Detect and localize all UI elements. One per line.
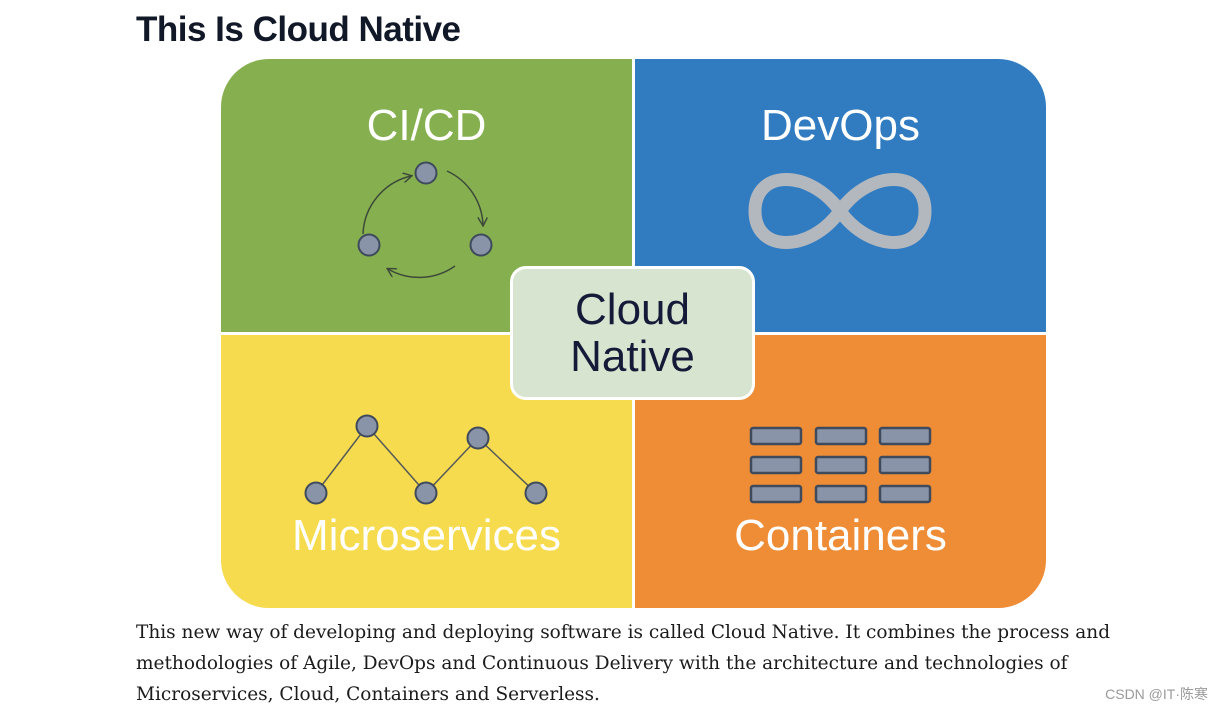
watermark: CSDN @IT·陈寒 [1105, 686, 1208, 702]
cycle-icon [357, 161, 493, 279]
quadrant-label-containers: Containers [734, 511, 947, 560]
center-label-box: Cloud Native [510, 266, 755, 400]
center-label: Cloud Native [570, 286, 695, 380]
infinity-icon [748, 173, 932, 249]
quadrant-cicd: CI/CD [221, 59, 632, 332]
description-text: This new way of developing and deploying… [136, 622, 1111, 705]
cloud-native-diagram: CI/CD DevOps Microservices [221, 59, 1046, 608]
center-label-line2: Native [570, 332, 695, 381]
network-icon [304, 414, 548, 505]
center-label-line1: Cloud [575, 285, 690, 334]
quadrant-label-cicd: CI/CD [366, 101, 487, 150]
container-grid-icon [749, 426, 932, 504]
page-title: This Is Cloud Native [136, 10, 461, 49]
quadrant-label-microservices: Microservices [292, 511, 561, 560]
quadrant-label-devops: DevOps [761, 101, 920, 150]
